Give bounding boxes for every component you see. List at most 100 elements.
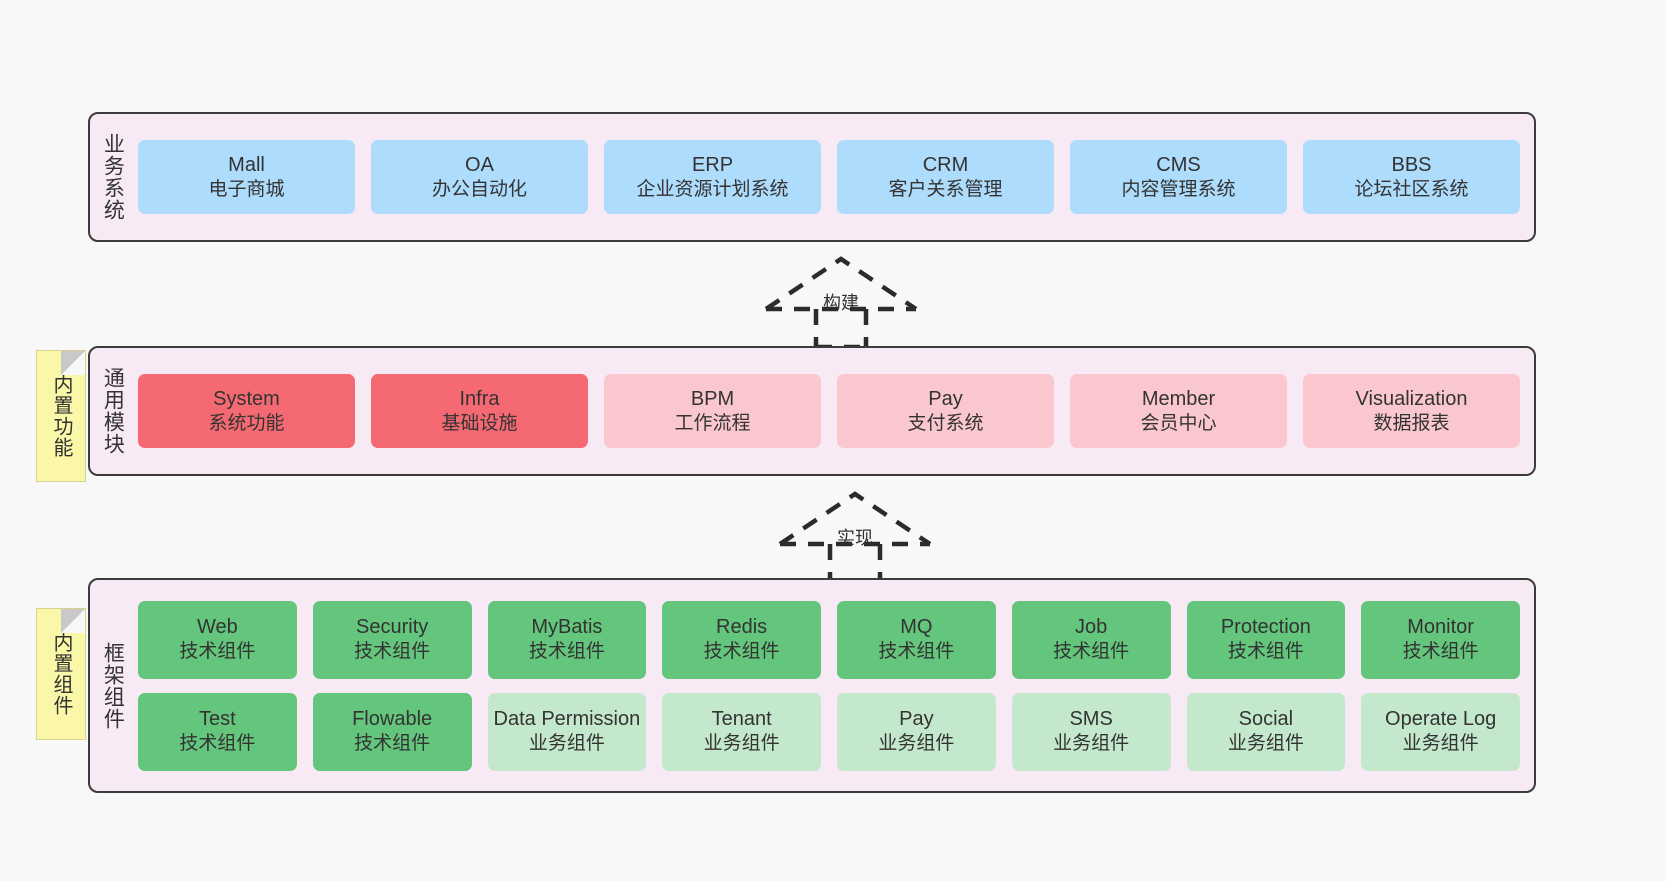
card-monitor-subtitle: 技术组件 xyxy=(1402,641,1479,663)
card-mall[interactable]: Mall 电子商城 xyxy=(138,140,355,214)
card-mybatis[interactable]: MyBatis 技术组件 xyxy=(487,600,647,679)
layer-title-business: 业务系统 xyxy=(101,133,125,221)
card-redis[interactable]: Redis 技术组件 xyxy=(662,600,821,679)
card-security[interactable]: Security 技术组件 xyxy=(312,600,472,679)
card-mq[interactable]: MQ 技术组件 xyxy=(837,600,996,679)
card-security-subtitle: 技术组件 xyxy=(354,641,431,663)
card-flowable-title: Flowable xyxy=(352,708,433,731)
layer-common-modules: 通用模块 System 系统功能 Infra 基础设施 BPM 工作流程 Pay… xyxy=(88,346,1536,476)
card-erp-subtitle: 企业资源计划系统 xyxy=(636,178,789,200)
layer-title-modules: 通用模块 xyxy=(101,367,125,455)
card-bpm-title: BPM xyxy=(690,387,735,410)
card-operate-log-title: Operate Log xyxy=(1385,708,1497,731)
layer-business-systems: 业务系统 Mall 电子商城 OA 办公自动化 ERP 企业资源计划系统 CRM… xyxy=(88,112,1536,242)
card-social[interactable]: Social 业务组件 xyxy=(1186,692,1346,771)
card-tenant-title: Tenant xyxy=(711,708,772,731)
card-system[interactable]: System 系统功能 xyxy=(138,374,355,448)
card-crm[interactable]: CRM 客户关系管理 xyxy=(837,140,1054,214)
card-tenant-subtitle: 业务组件 xyxy=(703,733,780,755)
layer-body-business: Mall 电子商城 OA 办公自动化 ERP 企业资源计划系统 CRM 客户关系… xyxy=(134,114,1534,240)
card-bbs-subtitle: 论坛社区系统 xyxy=(1354,178,1469,200)
card-monitor-title: Monitor xyxy=(1407,616,1474,639)
layer-body-frame: Web 技术组件 Security 技术组件 MyBatis 技术组件 Redi… xyxy=(134,580,1534,791)
card-security-title: Security xyxy=(356,616,429,639)
card-operate-log[interactable]: Operate Log 业务组件 xyxy=(1361,692,1520,771)
card-system-title: System xyxy=(213,387,280,410)
layer-title-frame: 框架组件 xyxy=(101,641,125,730)
connector-build: 构建 xyxy=(756,253,926,350)
card-member[interactable]: Member 会员中心 xyxy=(1070,374,1287,448)
card-bpm[interactable]: BPM 工作流程 xyxy=(604,374,821,448)
card-monitor[interactable]: Monitor 技术组件 xyxy=(1361,600,1520,679)
card-social-title: Social xyxy=(1238,708,1294,731)
card-protection[interactable]: Protection 技术组件 xyxy=(1186,600,1346,679)
card-web[interactable]: Web 技术组件 xyxy=(138,600,297,679)
card-infra-title: Infra xyxy=(459,387,500,410)
card-social-subtitle: 业务组件 xyxy=(1227,733,1304,755)
card-test[interactable]: Test 技术组件 xyxy=(138,692,297,771)
card-redis-subtitle: 技术组件 xyxy=(703,641,780,663)
card-member-subtitle: 会员中心 xyxy=(1140,412,1217,434)
card-system-subtitle: 系统功能 xyxy=(208,412,285,434)
layer-framework-components: 框架组件 Web 技术组件 Security 技术组件 MyBatis 技术组件… xyxy=(88,578,1536,793)
card-bbs-title: BBS xyxy=(1391,153,1432,176)
card-oa-subtitle: 办公自动化 xyxy=(431,178,527,200)
card-redis-title: Redis xyxy=(716,616,768,639)
card-infra[interactable]: Infra 基础设施 xyxy=(371,374,588,448)
card-pay-component-title: Pay xyxy=(899,708,934,731)
card-cms-subtitle: 内容管理系统 xyxy=(1121,178,1236,200)
card-tenant[interactable]: Tenant 业务组件 xyxy=(662,692,821,771)
card-mq-subtitle: 技术组件 xyxy=(878,641,955,663)
card-sms-title: SMS xyxy=(1069,708,1113,731)
card-cms-title: CMS xyxy=(1156,153,1201,176)
card-data-permission[interactable]: Data Permission 业务组件 xyxy=(487,692,647,771)
card-web-subtitle: 技术组件 xyxy=(179,641,256,663)
card-row-business: Mall 电子商城 OA 办公自动化 ERP 企业资源计划系统 CRM 客户关系… xyxy=(138,140,1520,214)
card-infra-subtitle: 基础设施 xyxy=(441,412,518,434)
card-sms[interactable]: SMS 业务组件 xyxy=(1011,692,1171,771)
card-test-title: Test xyxy=(199,708,236,731)
card-sms-subtitle: 业务组件 xyxy=(1053,733,1130,755)
card-oa[interactable]: OA 办公自动化 xyxy=(371,140,588,214)
card-member-title: Member xyxy=(1141,387,1216,410)
card-flowable[interactable]: Flowable 技术组件 xyxy=(312,692,472,771)
card-bpm-subtitle: 工作流程 xyxy=(674,412,751,434)
card-oa-title: OA xyxy=(465,153,494,176)
card-pay-module-subtitle: 支付系统 xyxy=(907,412,984,434)
sticky-note-builtin-components: 内置组件 xyxy=(36,608,86,740)
card-pay-module-title: Pay xyxy=(928,387,963,410)
card-job[interactable]: Job 技术组件 xyxy=(1011,600,1171,679)
card-crm-subtitle: 客户关系管理 xyxy=(888,178,1003,200)
card-mq-title: MQ xyxy=(900,616,933,639)
card-visualization-subtitle: 数据报表 xyxy=(1373,412,1450,434)
card-test-subtitle: 技术组件 xyxy=(179,733,256,755)
card-operate-log-subtitle: 业务组件 xyxy=(1402,733,1479,755)
card-visualization-title: Visualization xyxy=(1355,387,1468,410)
card-mall-subtitle: 电子商城 xyxy=(208,178,285,200)
card-web-title: Web xyxy=(196,616,238,639)
connector-implement-label: 实现 xyxy=(837,528,873,548)
connector-build-label: 构建 xyxy=(823,293,859,313)
card-erp[interactable]: ERP 企业资源计划系统 xyxy=(604,140,821,214)
card-mybatis-title: MyBatis xyxy=(531,616,603,639)
card-visualization[interactable]: Visualization 数据报表 xyxy=(1303,374,1520,448)
card-pay-component[interactable]: Pay 业务组件 xyxy=(837,692,996,771)
card-bbs[interactable]: BBS 论坛社区系统 xyxy=(1303,140,1520,214)
card-protection-subtitle: 技术组件 xyxy=(1227,641,1304,663)
connector-implement: 实现 xyxy=(770,488,940,585)
sticky-note-builtin-features: 内置功能 xyxy=(36,350,86,482)
card-pay-component-subtitle: 业务组件 xyxy=(878,733,955,755)
card-crm-title: CRM xyxy=(922,153,969,176)
card-protection-title: Protection xyxy=(1220,616,1311,639)
card-job-subtitle: 技术组件 xyxy=(1053,641,1130,663)
card-data-permission-title: Data Permission xyxy=(493,708,641,731)
layer-body-modules: System 系统功能 Infra 基础设施 BPM 工作流程 Pay 支付系统… xyxy=(134,348,1534,474)
card-cms[interactable]: CMS 内容管理系统 xyxy=(1070,140,1287,214)
card-pay-module[interactable]: Pay 支付系统 xyxy=(837,374,1054,448)
card-row-frame-tech: Web 技术组件 Security 技术组件 MyBatis 技术组件 Redi… xyxy=(138,600,1520,679)
card-job-title: Job xyxy=(1075,616,1108,639)
card-erp-title: ERP xyxy=(691,153,734,176)
card-mybatis-subtitle: 技术组件 xyxy=(528,641,605,663)
card-mall-title: Mall xyxy=(228,153,265,176)
